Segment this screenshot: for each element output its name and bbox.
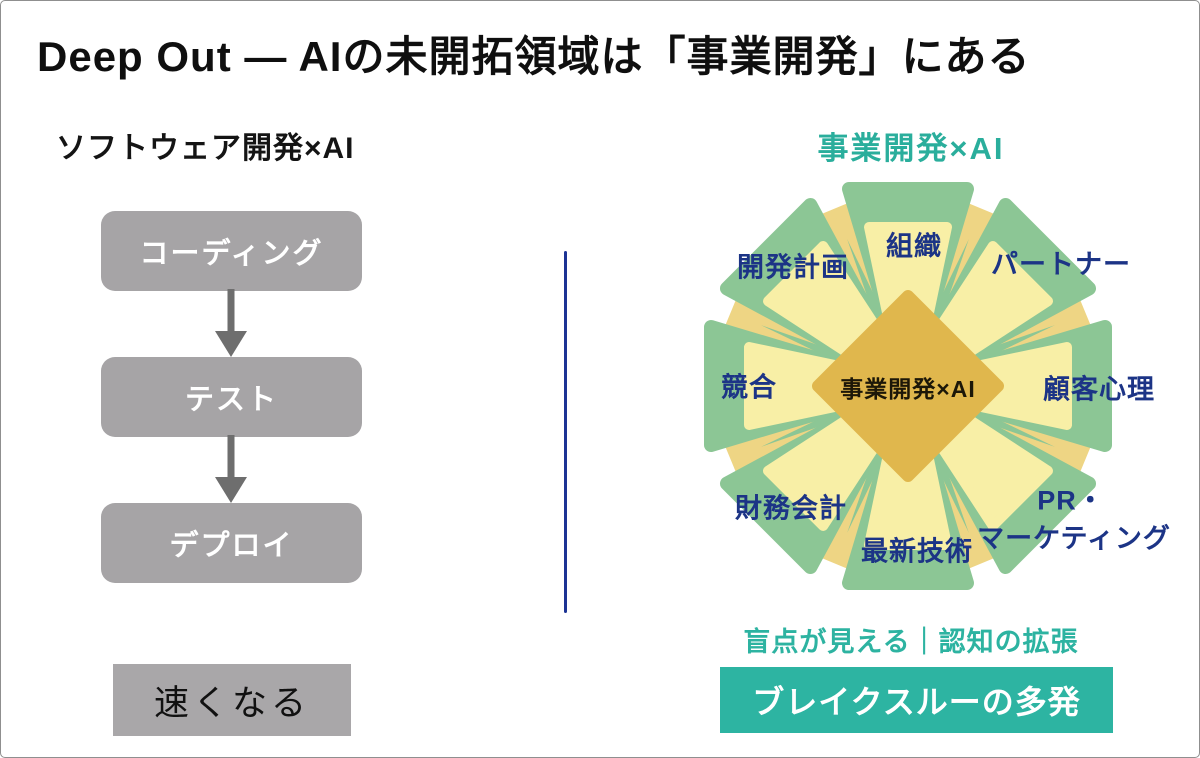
left-panel-heading: ソフトウェア開発×AI bbox=[56, 132, 355, 165]
spoke-label-pr-line1: PR・ bbox=[1037, 485, 1105, 516]
left-result-box: 速くなる bbox=[113, 664, 351, 736]
spoke-label-organization: 組織 bbox=[886, 231, 942, 262]
starburst-diagram bbox=[704, 182, 1112, 590]
flow-step-deploy: デプロイ bbox=[101, 503, 362, 583]
vertical-divider bbox=[564, 251, 567, 613]
spoke-label-customer-psychology: 顧客心理 bbox=[1043, 374, 1155, 405]
spoke-label-competition: 競合 bbox=[721, 372, 777, 403]
right-panel-heading: 事業開発×AI bbox=[817, 131, 1005, 166]
flow-step-coding: コーディング bbox=[101, 211, 362, 291]
spoke-label-dev-plan: 開発計画 bbox=[737, 252, 849, 283]
spoke-label-partner: パートナー bbox=[991, 249, 1131, 280]
arrow-down-icon bbox=[215, 435, 247, 503]
spoke-label-finance: 財務会計 bbox=[735, 493, 847, 524]
page-title: Deep Out ― AIの未開拓領域は「事業開発」にある bbox=[37, 33, 1031, 80]
arrow-down-icon bbox=[215, 289, 247, 357]
right-panel-caption: 盲点が見える｜認知の拡張 bbox=[743, 627, 1079, 657]
flow-step-test: テスト bbox=[101, 357, 362, 437]
spoke-label-pr-line2: マーケティング bbox=[977, 523, 1171, 554]
breakthrough-banner: ブレイクスルーの多発 bbox=[720, 667, 1113, 733]
center-diamond bbox=[812, 290, 1004, 482]
spoke-label-latest-tech: 最新技術 bbox=[861, 536, 973, 567]
starburst-center-label: 事業開発×AI bbox=[840, 376, 976, 402]
